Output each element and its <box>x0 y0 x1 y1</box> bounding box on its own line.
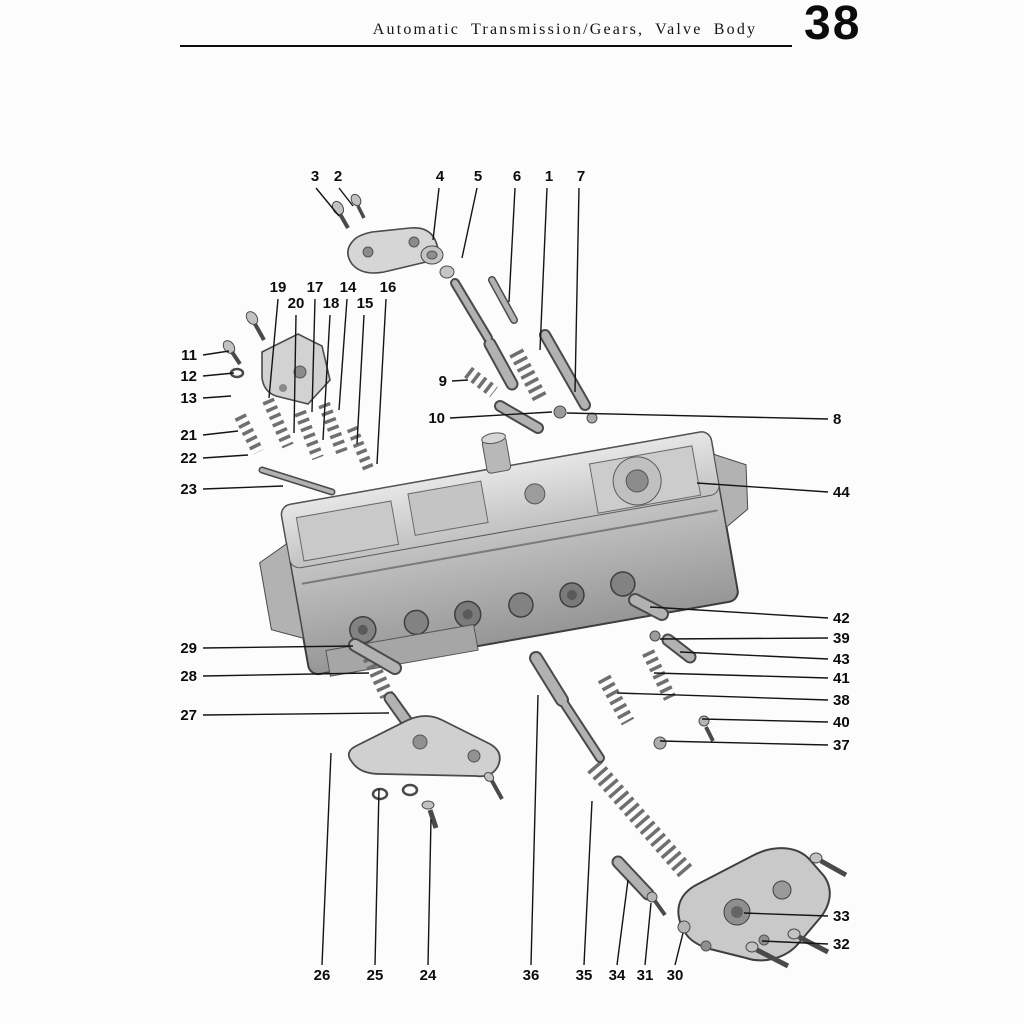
leader-line-18 <box>322 314 331 441</box>
header-rule <box>180 45 792 47</box>
leader-line-19 <box>268 298 279 399</box>
callout-label-8: 8 <box>833 411 841 428</box>
leader-line-6 <box>508 187 516 303</box>
callout-label-18: 18 <box>323 295 340 312</box>
callout-label-1: 1 <box>545 168 553 185</box>
callout-label-24: 24 <box>420 967 437 984</box>
end-cover-art <box>677 847 831 962</box>
callout-label-19: 19 <box>270 279 287 296</box>
callout-label-28: 28 <box>180 668 197 685</box>
callout-label-25: 25 <box>367 967 384 984</box>
leader-line-10 <box>449 411 553 419</box>
page-title: Automatic Transmission/Gears, Valve Body <box>372 21 758 38</box>
callout-label-20: 20 <box>288 295 305 312</box>
leader-line-25 <box>374 788 380 966</box>
leader-line-8 <box>566 412 829 420</box>
leader-line-33 <box>743 912 829 917</box>
leader-line-36 <box>530 694 539 966</box>
callout-label-39: 39 <box>833 630 850 647</box>
leader-line-37 <box>659 740 829 746</box>
callout-label-38: 38 <box>833 692 850 709</box>
callout-label-30: 30 <box>667 967 684 984</box>
leader-line-42 <box>649 606 829 619</box>
callout-label-32: 32 <box>833 936 850 953</box>
leader-line-34 <box>616 879 629 966</box>
callout-label-14: 14 <box>340 279 357 296</box>
leader-line-43 <box>679 651 829 660</box>
leader-line-44 <box>696 482 829 493</box>
cover-plate-art <box>347 226 455 279</box>
callout-label-33: 33 <box>833 908 850 925</box>
callout-label-17: 17 <box>307 279 324 296</box>
page-number: 38 <box>804 0 862 50</box>
leader-line-35 <box>583 800 593 966</box>
leader-line-9 <box>451 379 469 382</box>
leader-line-31 <box>644 902 652 966</box>
leader-line-16 <box>376 298 387 465</box>
callout-label-10: 10 <box>428 410 445 427</box>
callout-label-5: 5 <box>474 168 482 185</box>
leader-line-28 <box>202 672 370 677</box>
springs-art <box>234 348 693 878</box>
callout-label-15: 15 <box>357 295 374 312</box>
callout-label-7: 7 <box>577 168 585 185</box>
leader-line-3 <box>315 187 340 217</box>
leader-line-11 <box>202 350 230 356</box>
leader-line-30 <box>674 932 684 966</box>
callout-label-26: 26 <box>314 967 331 984</box>
leader-line-7 <box>574 187 580 393</box>
leader-line-15 <box>356 314 365 445</box>
leader-line-13 <box>202 395 232 399</box>
callout-label-4: 4 <box>436 168 445 185</box>
callout-label-9: 9 <box>439 373 447 390</box>
callout-label-16: 16 <box>380 279 397 296</box>
callout-label-36: 36 <box>523 967 540 984</box>
callout-label-12: 12 <box>180 368 197 385</box>
leader-line-21 <box>202 430 239 436</box>
leader-line-39 <box>659 637 829 640</box>
leader-line-38 <box>616 692 829 701</box>
callout-label-11: 11 <box>181 347 197 364</box>
valve-body-art <box>259 431 749 677</box>
leader-line-4 <box>432 187 440 241</box>
leader-line-14 <box>338 298 348 411</box>
leader-line-20 <box>293 314 297 434</box>
callout-label-37: 37 <box>833 737 850 754</box>
callout-label-40: 40 <box>833 714 850 731</box>
leader-line-22 <box>202 454 249 459</box>
leader-line-32 <box>761 940 829 945</box>
callout-label-22: 22 <box>180 450 197 467</box>
callout-label-3: 3 <box>311 168 319 185</box>
leader-line-23 <box>202 485 284 490</box>
callout-label-13: 13 <box>180 390 197 407</box>
callout-label-31: 31 <box>637 967 654 984</box>
callout-label-42: 42 <box>833 610 850 627</box>
callout-label-44: 44 <box>833 484 850 501</box>
leader-line-17 <box>311 298 316 413</box>
leader-line-5 <box>461 187 478 259</box>
callout-label-29: 29 <box>180 640 197 657</box>
leader-line-40 <box>701 718 829 723</box>
callout-label-23: 23 <box>180 481 197 498</box>
callout-label-35: 35 <box>576 967 593 984</box>
leader-line-41 <box>653 672 829 679</box>
callout-label-6: 6 <box>513 168 521 185</box>
callout-label-43: 43 <box>833 651 850 668</box>
leader-line-1 <box>539 187 548 351</box>
leader-line-29 <box>202 645 354 649</box>
leader-line-26 <box>321 752 332 966</box>
lever-bracket-art <box>347 715 501 778</box>
callout-label-27: 27 <box>180 707 197 724</box>
leader-line-12 <box>202 372 235 377</box>
callout-label-41: 41 <box>833 670 850 687</box>
callout-label-34: 34 <box>609 967 626 984</box>
valve-rods-art <box>258 276 697 901</box>
leader-line-2 <box>338 187 354 207</box>
callout-label-21: 21 <box>180 427 197 444</box>
callout-label-2: 2 <box>334 168 342 185</box>
leader-line-27 <box>202 712 390 716</box>
leader-line-24 <box>427 818 432 966</box>
